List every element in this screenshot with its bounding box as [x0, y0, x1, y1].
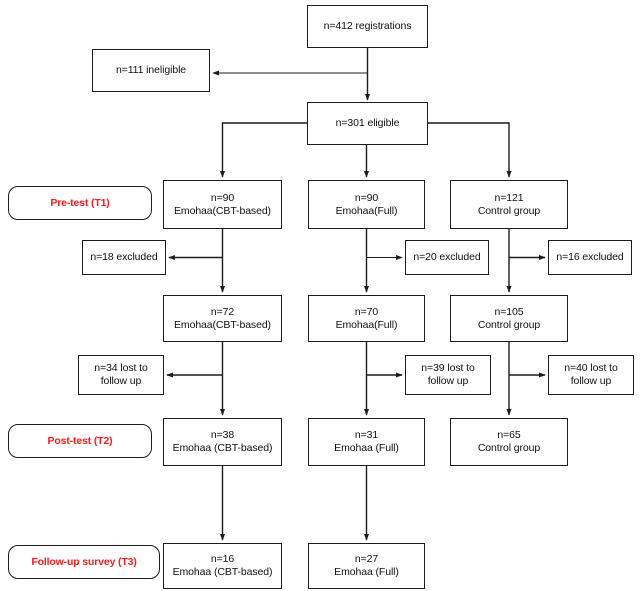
node-text-line: Emohaa (Full) [334, 442, 399, 454]
edge-eligible-to-t1-cbt [219, 122, 307, 178]
stage-label-text: Pre-test (T1) [50, 197, 110, 209]
node-text-line: Control group [477, 442, 541, 454]
node-eligible: n=301 eligible [307, 102, 428, 145]
node-text-line: n=34 lost to [94, 362, 148, 374]
node-text-line: follow up [570, 375, 612, 387]
node-ineligible: n=111 ineligible [92, 49, 210, 92]
node-text-line: Emohaa (CBT-based) [172, 442, 273, 454]
node-excluded-cbt: n=18 excluded [82, 240, 166, 275]
node-text-line: n=412 registrations [323, 20, 412, 32]
node-excluded-full: n=20 excluded [405, 240, 489, 275]
node-text-line: Emohaa(CBT-based) [174, 318, 271, 331]
node-text-line: Control group [477, 318, 541, 331]
node-text-line: n=20 excluded [413, 251, 481, 263]
node-text-line: n=27 [354, 553, 379, 565]
node-text-line: n=65 [497, 429, 521, 441]
edge-eligible-to-t1-control [428, 122, 512, 178]
stage-label-pre-test: Pre-test (T1) [8, 186, 152, 220]
stage-label-text: Post-test (T2) [47, 435, 113, 447]
stage-label-post-test: Post-test (T2) [8, 424, 152, 458]
node-text-line: n=111 ineligible [115, 64, 187, 76]
stage-label-text: Follow-up survey (T3) [31, 556, 137, 568]
node-text-line: n=121 [494, 191, 524, 204]
node-text-line: n=105 [494, 305, 524, 318]
node-text-line: Emohaa (CBT-based) [172, 566, 273, 578]
node-text-line: Control group [477, 204, 541, 217]
node-text-line: follow up [100, 375, 142, 387]
node-text-line: n=18 excluded [90, 251, 158, 263]
node-text-line: n=72 [210, 305, 235, 318]
node-text-line: n=90 [354, 191, 379, 204]
node-text-line: n=16 excluded [556, 251, 624, 263]
node-registrations: n=412 registrations [307, 5, 428, 48]
node-text-line: n=16 [210, 553, 235, 565]
node-text-line: n=301 eligible [335, 117, 400, 129]
node-text-line: n=39 lost to [421, 362, 475, 374]
node-text-line: follow up [427, 375, 469, 387]
node-text-line: Emohaa (Full) [334, 566, 399, 578]
node-text-line: n=90 [210, 191, 235, 204]
node-text-line: n=70 [354, 305, 379, 318]
node-text-line: n=40 lost to [564, 362, 618, 374]
node-text-line: n=38 [210, 429, 235, 441]
node-text-line: Emohaa(Full) [335, 318, 398, 331]
stage-label-follow-up-survey: Follow-up survey (T3) [8, 545, 160, 579]
node-text-line: Emohaa(Full) [335, 204, 398, 217]
node-text-line: n=31 [354, 429, 379, 441]
node-text-line: Emohaa(CBT-based) [174, 204, 271, 217]
node-excluded-control: n=16 excluded [548, 240, 632, 275]
